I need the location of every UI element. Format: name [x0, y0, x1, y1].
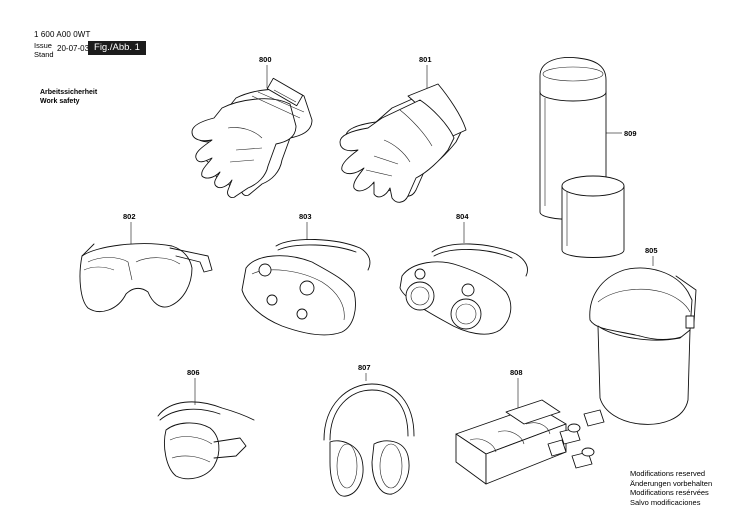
part-number-800: 800 — [259, 55, 272, 64]
part-number-805: 805 — [645, 246, 658, 255]
leader-lines — [130, 65, 654, 408]
ear-muffs-drawing — [323, 383, 415, 497]
gloves-cuffed-drawing — [339, 83, 467, 203]
vented-goggles-drawing — [241, 239, 371, 336]
gloves-strap-drawing — [191, 77, 313, 199]
note-line: Modifications resérvées — [630, 488, 709, 497]
part-number-802: 802 — [123, 212, 136, 221]
face-shield-drawing — [589, 267, 697, 425]
stand-label: Stand — [34, 50, 54, 59]
part-number-803: 803 — [299, 212, 312, 221]
part-number-808: 808 — [510, 368, 523, 377]
section-title-de: Arbeitssicherheit — [40, 89, 98, 96]
note-line: Änderungen vorbehalten — [630, 478, 713, 488]
safety-glasses-drawing — [79, 243, 213, 312]
note-line: Salvo modificaciones — [630, 497, 701, 507]
part-number-807: 807 — [358, 363, 371, 372]
part-number-804: 804 — [456, 212, 469, 221]
issue-label: Issue — [34, 41, 52, 50]
figure-label: Fig./Abb. 1 — [88, 41, 146, 55]
ear-plugs-box-drawing — [455, 399, 605, 485]
dust-mask-drawing — [157, 401, 255, 480]
part-number-806: 806 — [187, 368, 200, 377]
part-number-809: 809 — [624, 129, 637, 138]
footer-notes: Modifications reserved Änderungen vorbeh… — [630, 469, 712, 507]
container-tube-drawing — [539, 57, 625, 258]
section-title: Arbeitssicherheit Work safety — [40, 88, 97, 106]
section-title-en: Work safety — [40, 98, 80, 105]
issue-date: 20-07-03 — [57, 44, 90, 53]
issue-stand-labels: Issue Stand — [34, 41, 54, 59]
welding-goggles-drawing — [399, 243, 528, 335]
part-number-801: 801 — [419, 55, 432, 64]
document-number: 1 600 A00 0WT — [34, 30, 91, 39]
note-line: Modifications reserved — [630, 469, 706, 478]
